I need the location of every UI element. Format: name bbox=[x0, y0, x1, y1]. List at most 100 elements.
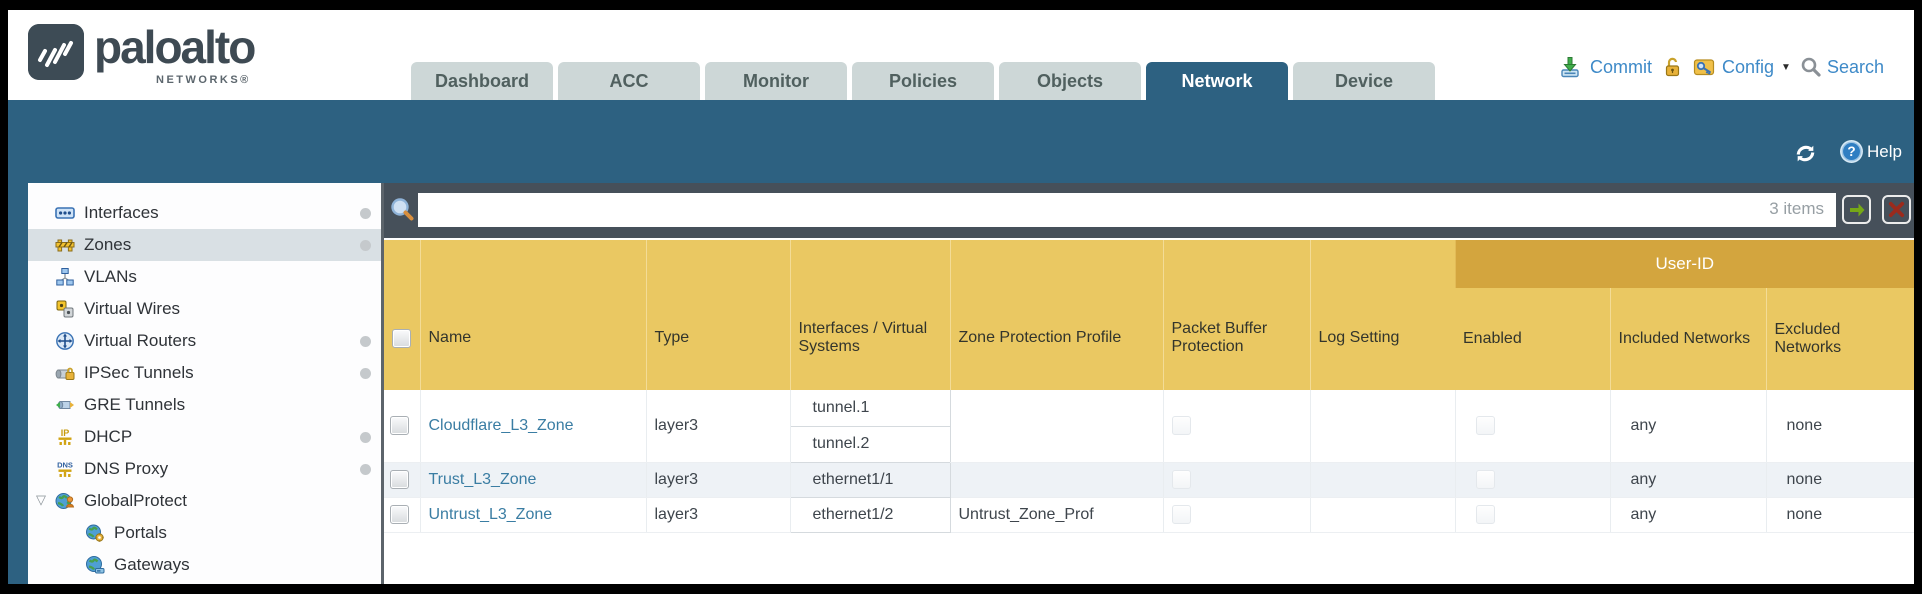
select-all-checkbox[interactable] bbox=[392, 328, 411, 348]
user-id-enabled-checkbox[interactable] bbox=[1475, 470, 1495, 489]
expander-triangle-icon[interactable]: ▽ bbox=[36, 492, 46, 507]
included-networks-cell: any bbox=[1610, 390, 1767, 463]
virtual-wires-icon bbox=[55, 299, 75, 319]
sidebar-item-label: GlobalProtect bbox=[84, 491, 187, 510]
brand-subtitle: NETWORKS® bbox=[156, 74, 251, 86]
packet-buffer-protection-checkbox[interactable] bbox=[1171, 505, 1191, 524]
tab-dashboard[interactable]: Dashboard bbox=[411, 62, 553, 100]
row-select-cell bbox=[384, 462, 421, 498]
row-checkbox[interactable] bbox=[390, 470, 409, 489]
red-x-icon bbox=[1887, 200, 1906, 219]
column-header-enabled[interactable]: Enabled bbox=[1455, 288, 1610, 390]
column-header-type[interactable]: Type bbox=[645, 240, 790, 390]
virtual-routers-icon bbox=[55, 331, 75, 351]
commit-icon[interactable] bbox=[1559, 56, 1581, 78]
banner-left-strip bbox=[8, 183, 28, 584]
zone-name-link[interactable]: Cloudflare_L3_Zone bbox=[428, 416, 574, 434]
chevron-down-icon[interactable]: ▼ bbox=[1781, 61, 1791, 73]
apply-filter-button[interactable] bbox=[1842, 195, 1871, 224]
row-select-cell bbox=[384, 497, 421, 533]
zone-name-link[interactable]: Untrust_L3_Zone bbox=[428, 505, 553, 523]
column-header-log-setting[interactable]: Log Setting bbox=[1309, 240, 1455, 390]
sidebar-item-label: IPSec Tunnels bbox=[84, 363, 194, 382]
user-id-enabled-checkbox[interactable] bbox=[1475, 505, 1495, 524]
included-networks-cell: any bbox=[1610, 497, 1767, 533]
zone-protection-profile-cell bbox=[950, 390, 1164, 463]
filter-bar: 3 items bbox=[384, 183, 1914, 238]
sidebar-item-zones[interactable]: Zones bbox=[28, 229, 381, 261]
included-networks-cell: any bbox=[1610, 462, 1767, 498]
log-setting-cell bbox=[1310, 497, 1456, 533]
select-all-header-cell bbox=[384, 240, 420, 390]
zone-name-link[interactable]: Trust_L3_Zone bbox=[428, 470, 537, 488]
user-id-group-header: User-ID bbox=[1454, 240, 1914, 288]
sidebar-item-label: DHCP bbox=[84, 427, 133, 446]
packet-buffer-protection-checkbox[interactable] bbox=[1171, 416, 1191, 436]
sidebar-item-gre-tunnels[interactable]: GRE Tunnels bbox=[28, 389, 381, 421]
status-dot bbox=[360, 464, 371, 475]
tab-network[interactable]: Network bbox=[1146, 62, 1288, 100]
sidebar-item-virtual-routers[interactable]: Virtual Routers bbox=[28, 325, 381, 357]
sidebar-item-label: Virtual Wires bbox=[84, 299, 181, 318]
lock-icon[interactable] bbox=[1661, 56, 1683, 78]
tab-device[interactable]: Device bbox=[1293, 62, 1435, 100]
help-icon bbox=[1839, 139, 1864, 164]
refresh-icon[interactable] bbox=[1793, 141, 1818, 166]
search-button[interactable]: Search bbox=[1826, 56, 1884, 77]
column-header-included-networks[interactable]: Included Networks bbox=[1609, 288, 1766, 390]
sidebar-item-globalprotect[interactable]: ▽ GlobalProtect bbox=[28, 485, 381, 517]
packet-buffer-protection-cell bbox=[1163, 497, 1311, 533]
column-header-name[interactable]: Name bbox=[419, 240, 646, 390]
user-id-enabled-checkbox[interactable] bbox=[1475, 416, 1495, 436]
config-menu[interactable]: Config bbox=[1722, 56, 1775, 77]
dns-proxy-icon bbox=[55, 459, 75, 479]
log-setting-cell bbox=[1310, 390, 1456, 463]
help-button[interactable]: Help bbox=[1839, 139, 1902, 164]
gateways-icon bbox=[85, 555, 105, 575]
ipsec-tunnels-icon bbox=[55, 363, 75, 383]
sidebar-item-gateways[interactable]: Gateways bbox=[28, 549, 381, 581]
user-id-enabled-cell bbox=[1455, 462, 1611, 498]
tab-objects[interactable]: Objects bbox=[999, 62, 1141, 100]
column-header-zone-protection-profile[interactable]: Zone Protection Profile bbox=[949, 240, 1163, 390]
sidebar-item-dns-proxy[interactable]: DNS Proxy bbox=[28, 453, 381, 485]
zone-type-cell: layer3 bbox=[646, 390, 791, 463]
config-icon[interactable] bbox=[1692, 56, 1716, 78]
sidebar-item-virtual-wires[interactable]: Virtual Wires bbox=[28, 293, 381, 325]
clear-filter-button[interactable] bbox=[1882, 195, 1911, 224]
interface-cell: ethernet1/1 bbox=[790, 462, 951, 498]
column-header-interfaces-virtual-systems[interactable]: Interfaces / Virtual Systems bbox=[789, 240, 950, 390]
interface-cell: tunnel.1 bbox=[790, 390, 951, 427]
sidebar-item-portals[interactable]: Portals bbox=[28, 517, 381, 549]
portals-icon bbox=[85, 523, 105, 543]
sidebar-item-ipsec-tunnels[interactable]: IPSec Tunnels bbox=[28, 357, 381, 389]
tab-policies[interactable]: Policies bbox=[852, 62, 994, 100]
sidebar-item-interfaces[interactable]: Interfaces bbox=[28, 197, 381, 229]
header-actions: Commit Config ▼ Search bbox=[1559, 56, 1884, 78]
search-icon[interactable] bbox=[1800, 56, 1822, 78]
tab-acc[interactable]: ACC bbox=[558, 62, 700, 100]
packet-buffer-protection-checkbox[interactable] bbox=[1171, 470, 1191, 489]
paloalto-logo-icon bbox=[28, 24, 84, 80]
commit-button[interactable]: Commit bbox=[1590, 56, 1653, 77]
tab-monitor[interactable]: Monitor bbox=[705, 62, 847, 100]
zone-protection-profile-cell: Untrust_Zone_Prof bbox=[950, 497, 1164, 533]
column-header-packet-buffer-protection[interactable]: Packet Buffer Protection bbox=[1162, 240, 1310, 390]
zone-protection-profile-cell bbox=[950, 462, 1164, 498]
sidebar-item-vlans[interactable]: VLANs bbox=[28, 261, 381, 293]
row-checkbox[interactable] bbox=[390, 416, 409, 436]
row-checkbox[interactable] bbox=[390, 505, 409, 524]
filter-input[interactable] bbox=[418, 193, 1836, 227]
excluded-networks-cell: none bbox=[1766, 462, 1914, 498]
sidebar-item-dhcp[interactable]: DHCP bbox=[28, 421, 381, 453]
status-dot bbox=[360, 432, 371, 443]
excluded-networks-cell: none bbox=[1766, 497, 1914, 533]
column-header-excluded-networks[interactable]: Excluded Networks bbox=[1765, 288, 1914, 390]
sidebar-item-label: DNS Proxy bbox=[84, 459, 169, 478]
